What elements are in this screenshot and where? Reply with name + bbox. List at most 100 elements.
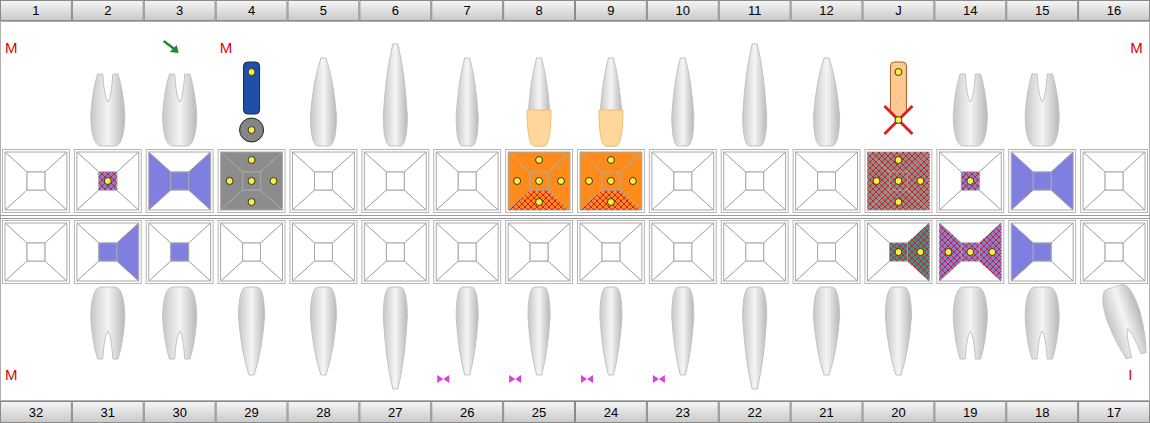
surface-hatch (890, 243, 908, 261)
tooth (527, 58, 551, 146)
header-row (1, 402, 1150, 423)
tooth-surface (293, 152, 315, 210)
tooth-surface (1123, 223, 1145, 281)
surface-dot (607, 157, 614, 164)
extraction-cross (884, 106, 912, 134)
tooth-surface (99, 243, 117, 261)
tooth-surface (45, 223, 67, 281)
header-cell (360, 1, 431, 21)
surface-frame (290, 150, 357, 213)
surface-dot (895, 157, 902, 164)
tooth-shape (672, 287, 694, 375)
tooth-number: 6 (359, 0, 431, 21)
tooth-surface (1105, 172, 1123, 190)
tooth-surface (315, 172, 333, 190)
tooth-surface (315, 243, 333, 261)
surface-dot (607, 199, 614, 206)
tooth-surface (868, 152, 890, 210)
tooth-surface (530, 172, 548, 190)
tooth-surface (1123, 152, 1145, 210)
tooth-number: 31 (72, 401, 144, 423)
surface-hatch (961, 172, 979, 190)
surface-frame (146, 221, 213, 284)
surface-frame (362, 150, 429, 213)
tooth-surface (961, 243, 979, 261)
tooth-surface (692, 223, 714, 281)
tooth-shape (600, 287, 622, 375)
tooth (91, 74, 125, 146)
header-cell (791, 402, 862, 423)
tooth (743, 287, 767, 389)
tooth-number: 15 (1006, 0, 1078, 21)
surface-frame (434, 150, 501, 213)
status-marker: M (220, 40, 233, 56)
tooth (163, 287, 197, 359)
tooth-shape (1025, 287, 1059, 359)
tooth (1098, 282, 1150, 361)
surface-dot (895, 199, 902, 206)
tooth-number: 18 (1006, 401, 1078, 423)
tooth-surface (961, 172, 979, 190)
tooth-surface (724, 152, 746, 210)
tooth-surface (620, 223, 642, 281)
tooth-shape (953, 287, 987, 359)
header-cell (719, 1, 790, 21)
header-cell (144, 402, 215, 423)
tooth-shape (672, 58, 694, 146)
header-cell (576, 1, 647, 21)
implant-symbol (240, 62, 264, 142)
tooth-surface (476, 152, 498, 210)
surface-frame (74, 150, 141, 213)
tooth-surface (836, 152, 858, 210)
tooth-surface (580, 152, 602, 210)
tooth-surface (939, 152, 961, 210)
diastema-marker (509, 375, 521, 383)
tooth-surface (890, 243, 908, 261)
tooth-number: 4 (216, 0, 288, 21)
header-cell (935, 402, 1006, 423)
tooth-shape (814, 287, 840, 375)
crown-overlay (527, 110, 551, 146)
tooth-surface (149, 152, 171, 210)
tooth-surface (5, 223, 27, 281)
surface-hatch (868, 152, 890, 210)
tooth-surface (818, 172, 836, 190)
header-cell (863, 402, 934, 423)
surface-frame (434, 221, 501, 284)
implant-post (244, 62, 260, 114)
tooth (814, 58, 840, 146)
surface-dot (967, 178, 974, 185)
header-cell (1007, 1, 1078, 21)
tooth-shape (456, 58, 478, 146)
tooth (310, 287, 336, 375)
tooth-surface (868, 223, 890, 281)
surface-dot (607, 178, 614, 185)
surface-hatch (890, 172, 908, 190)
teeth (91, 44, 1150, 389)
tooth-surface (221, 152, 243, 210)
tooth-number: 11 (719, 0, 791, 21)
surface-frame (865, 150, 932, 213)
surface-frame (3, 221, 70, 284)
tooth-number: 23 (647, 401, 719, 423)
header-cell (216, 1, 287, 21)
tooth-surface (602, 172, 620, 190)
tooth-surface (692, 152, 714, 210)
tooth-number: 1 (0, 0, 72, 21)
tooth-shape (383, 287, 407, 389)
surface-dot (989, 249, 996, 256)
tooth-surface (979, 223, 1001, 281)
surface-frame (146, 150, 213, 213)
status-marker: M (1130, 40, 1143, 56)
surface-frame (937, 221, 1004, 284)
tooth-shape (1025, 74, 1059, 146)
header-cell (719, 402, 790, 423)
surface-dot (873, 178, 880, 185)
arch-divider (0, 215, 1150, 216)
tooth-number: 16 (1078, 0, 1150, 21)
tooth-number: 24 (575, 401, 647, 423)
header-row (1, 1, 1150, 21)
arch-divider (0, 218, 1150, 219)
surface-frame (3, 150, 70, 213)
tooth-shape (163, 74, 197, 146)
